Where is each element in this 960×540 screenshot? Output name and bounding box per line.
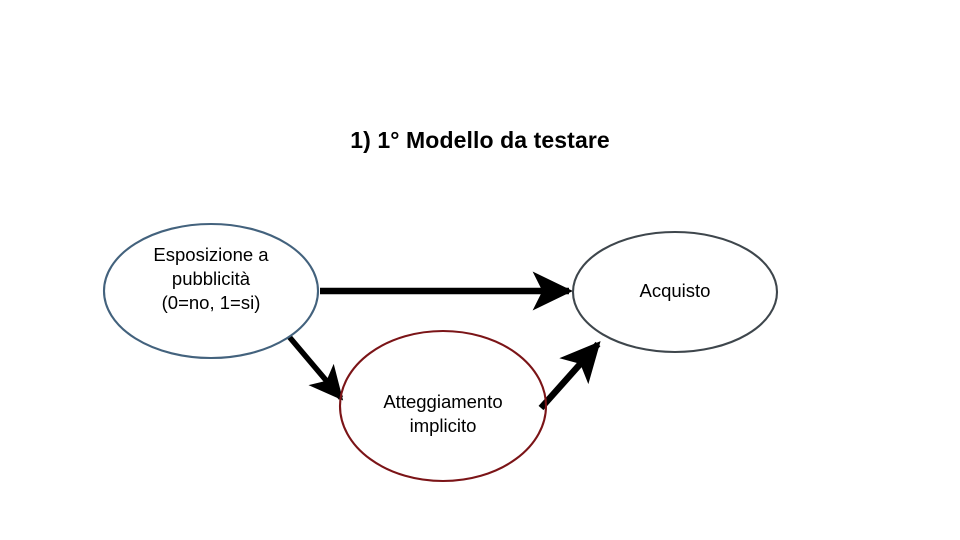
arrow-attitude-to-purchase xyxy=(538,341,601,411)
arrow-exposure-to-attitude xyxy=(283,331,344,401)
exposure-node-ellipse[interactable] xyxy=(102,222,320,360)
purchase-node-ellipse[interactable] xyxy=(571,230,779,354)
page-title: 1) 1° Modello da testare xyxy=(350,127,610,153)
implicit-attitude-node-ellipse[interactable] xyxy=(338,329,548,483)
